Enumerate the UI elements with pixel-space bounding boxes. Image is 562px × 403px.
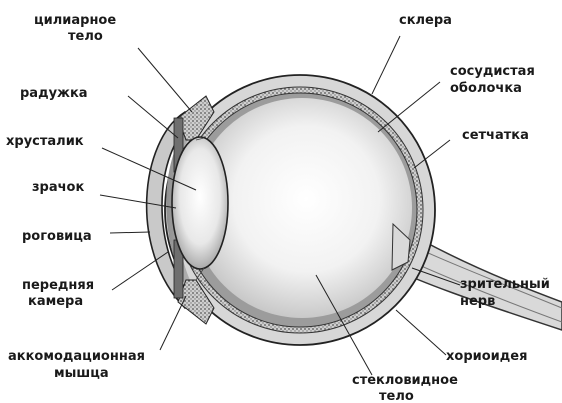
label-pupil: зрачок	[32, 180, 84, 195]
label-ciliary-body-1: цилиарное	[34, 13, 116, 28]
label-choroid-coat-2: оболочка	[450, 81, 522, 96]
label-sclera: склера	[399, 13, 452, 28]
label-ciliary-body-2: тело	[68, 29, 103, 44]
label-retina: сетчатка	[462, 128, 529, 143]
label-accommodation-muscle-1: аккомодационная	[8, 349, 145, 364]
label-choroid-coat-1: сосудистая	[450, 64, 535, 79]
label-anterior-chamber-2: камера	[28, 294, 83, 309]
label-optic-nerve-2: нерв	[460, 294, 495, 309]
label-chorioid: хориоидея	[446, 349, 527, 364]
label-accommodation-muscle-2: мышца	[54, 366, 109, 381]
lens	[172, 137, 228, 269]
label-lens: хрусталик	[6, 134, 84, 149]
label-iris: радужка	[20, 86, 88, 101]
label-optic-nerve-1: зрительный	[460, 277, 550, 292]
label-cornea: роговица	[22, 229, 92, 244]
label-anterior-chamber-1: передняя	[22, 278, 94, 293]
label-vitreous-body-1: стекловидное	[352, 373, 458, 388]
label-vitreous-body-2: тело	[379, 389, 414, 403]
